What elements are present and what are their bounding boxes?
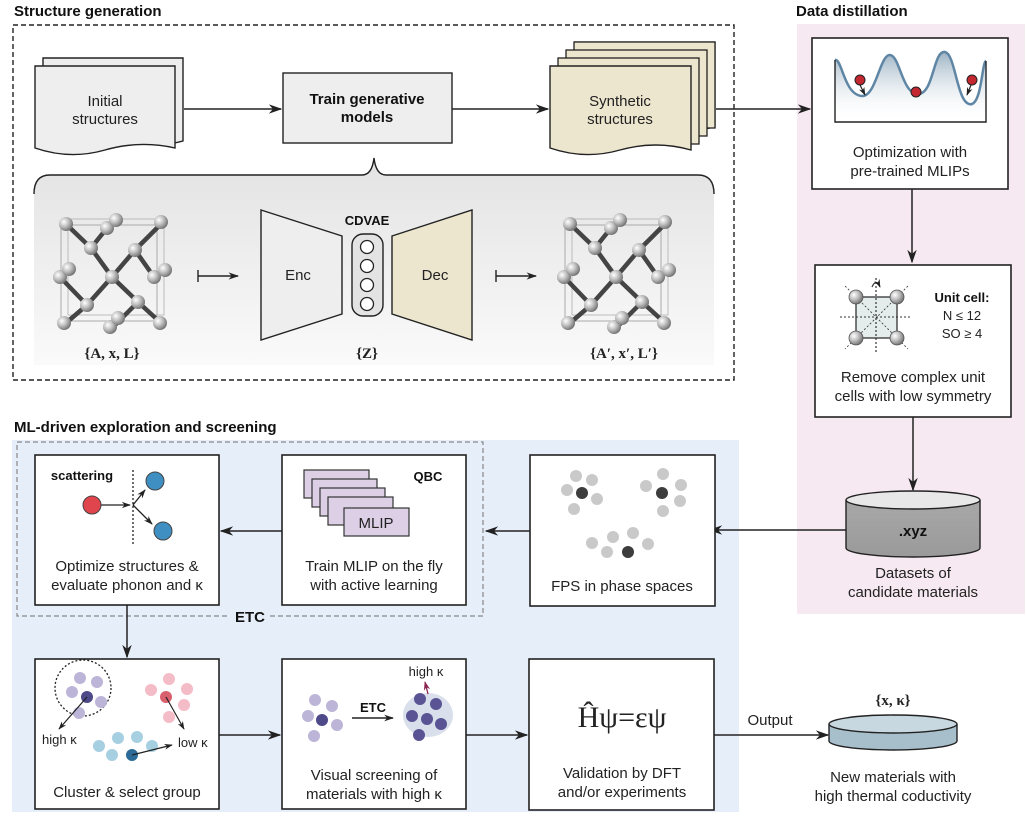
encoder-label: Enc xyxy=(285,267,311,284)
train-mlip-node: MLIP QBC Train MLIP on the fly with acti… xyxy=(281,454,467,606)
visual-etc-label: ETC xyxy=(360,700,387,715)
section-title-ml-exploration: ML-driven exploration and screening xyxy=(14,419,277,436)
synthetic-structures-node: Synthetic structures xyxy=(549,41,716,156)
qbc-label: QBC xyxy=(414,469,444,484)
unit-cell-caption-2: cells with low symmetry xyxy=(835,388,992,405)
output-caption-1: New materials with xyxy=(830,769,956,786)
unit-cell-filter-node: Unit cell: N ≤ 12 SO ≥ 4 Remove complex … xyxy=(814,264,1012,418)
fps-node: FPS in phase spaces xyxy=(529,454,716,607)
unit-cell-title: Unit cell: xyxy=(935,290,990,305)
cdvae-title: CDVAE xyxy=(345,213,390,228)
train-mlip-caption-1: Train MLIP on the fly xyxy=(305,558,443,575)
decoder-trapezoid xyxy=(391,209,473,341)
output-caption-2: high thermal coductivity xyxy=(815,788,972,805)
input-label: {A, x, L} xyxy=(84,346,139,362)
unit-cell-caption-1: Remove complex unit xyxy=(841,369,986,386)
visual-caption-1: Visual screening of xyxy=(311,767,438,784)
latent-label: {Z} xyxy=(356,346,378,362)
validation-caption-2: and/or experiments xyxy=(558,784,686,801)
train-models-label-1: Train generative xyxy=(309,91,424,108)
visual-screening-node: ETC high κ Visual screening of materials… xyxy=(281,658,467,810)
output-arrow-label: Output xyxy=(747,712,793,729)
mlip-stack-label: MLIP xyxy=(358,515,393,532)
optimize-caption-2: evaluate phonon and κ xyxy=(51,577,203,594)
visual-high-label: high κ xyxy=(409,664,444,679)
validation-caption-1: Validation by DFT xyxy=(563,765,681,782)
mlip-stack-icon xyxy=(303,469,410,537)
initial-structures-label-2: structures xyxy=(72,111,138,128)
cluster-caption: Cluster & select group xyxy=(53,784,201,801)
optimization-node: Optimization with pre-trained MLIPs xyxy=(811,37,1009,190)
cluster-select-node: high κ low κ Cluster & select group xyxy=(34,658,220,810)
schrodinger-equation: Ĥψ=εψ xyxy=(578,701,667,734)
synthetic-structures-label-1: Synthetic xyxy=(589,93,651,110)
validation-node: Ĥψ=εψ Validation by DFT and/or experimen… xyxy=(528,658,715,811)
synthetic-structures-label-2: structures xyxy=(587,111,653,128)
train-mlip-caption-2: with active learning xyxy=(309,577,438,594)
section-title-structure-generation: Structure generation xyxy=(14,3,162,20)
visual-caption-2: materials with high κ xyxy=(306,786,442,803)
dataset-caption-1: Datasets of xyxy=(875,565,952,582)
dataset-db-label: .xyz xyxy=(899,523,927,540)
structure-generation-border xyxy=(12,24,735,381)
unit-cell-rule-n: N ≤ 12 xyxy=(943,308,981,323)
optimization-label-2: pre-trained MLIPs xyxy=(850,163,969,180)
cluster-low-label: low κ xyxy=(178,735,208,750)
output-label: {A′, x′, L′} xyxy=(590,346,658,362)
section-title-data-distillation: Data distillation xyxy=(796,3,908,20)
latent-nodes xyxy=(359,239,375,312)
initial-structures-node: Initial structures xyxy=(34,57,184,156)
train-models-label-2: models xyxy=(341,109,394,126)
encoder-trapezoid xyxy=(260,209,343,341)
cluster-high-label: high κ xyxy=(42,732,77,747)
optimize-structures-node: scattering Optimize structures & evaluat… xyxy=(34,454,220,606)
unit-cell-icon xyxy=(840,278,912,352)
dataset-database: .xyz xyxy=(845,490,981,558)
latent-vector xyxy=(351,233,384,317)
output-db-label: {x, κ} xyxy=(875,693,910,709)
dataset-caption-2: candidate materials xyxy=(848,584,978,601)
optimization-label-1: Optimization with xyxy=(853,144,967,161)
output-database: {x, κ} xyxy=(828,693,958,751)
fps-caption: FPS in phase spaces xyxy=(551,578,693,595)
etc-group-label: ETC xyxy=(235,609,265,626)
scattering-label: scattering xyxy=(51,468,113,483)
unit-cell-rule-so: SO ≥ 4 xyxy=(942,326,982,341)
train-generative-models-node: Train generative models xyxy=(282,72,453,144)
optimize-caption-1: Optimize structures & xyxy=(55,558,198,575)
crystal-structure-input xyxy=(53,213,172,334)
decoder-label: Dec xyxy=(422,267,449,284)
initial-structures-label-1: Initial xyxy=(87,93,122,110)
